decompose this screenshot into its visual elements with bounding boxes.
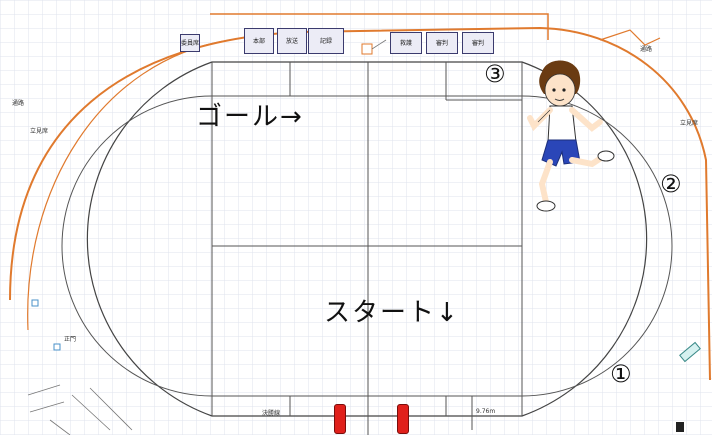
marker-3: ③: [484, 60, 506, 88]
facility-box-7: 審判: [462, 32, 494, 54]
facility-box-5: 救護: [390, 32, 422, 54]
left-stand-lines: [27, 384, 133, 435]
gate-label: 正門: [64, 336, 77, 343]
marker-2: ②: [660, 170, 682, 198]
right-stand-edge: [599, 29, 661, 46]
facility-box-2: 本部: [244, 28, 274, 54]
facility-box-4: 記録: [308, 28, 344, 54]
goal-post-left: [334, 404, 346, 434]
width-label: 9.76m: [476, 408, 496, 415]
facility-box-3: 放送: [277, 28, 307, 54]
top-fence: [210, 13, 549, 40]
left-corner-label: 通路: [12, 100, 25, 107]
left-gate-marker-2: [53, 343, 61, 351]
goal-label: ゴール→: [196, 102, 304, 132]
right-gate-marker: [679, 341, 701, 363]
right-corner-label: 通路: [640, 46, 653, 53]
right-stand-label: 立見席: [680, 120, 699, 127]
left-gate-marker-1: [31, 299, 39, 307]
outer-fence-left: [27, 39, 231, 331]
marker-1: ①: [610, 360, 632, 388]
goal-post-right: [397, 404, 409, 434]
finish-line-label: 決勝線: [262, 410, 281, 417]
facility-box-6: 審判: [426, 32, 458, 54]
left-stand-label: 立見席: [30, 128, 49, 135]
start-label: スタート↓: [324, 298, 460, 328]
facility-box-1: 委員席: [180, 34, 200, 52]
infield-lines: [211, 62, 523, 435]
running-boy-icon: [527, 60, 615, 212]
bottom-right-marker: [676, 422, 684, 432]
top-center-marker: [361, 43, 373, 55]
